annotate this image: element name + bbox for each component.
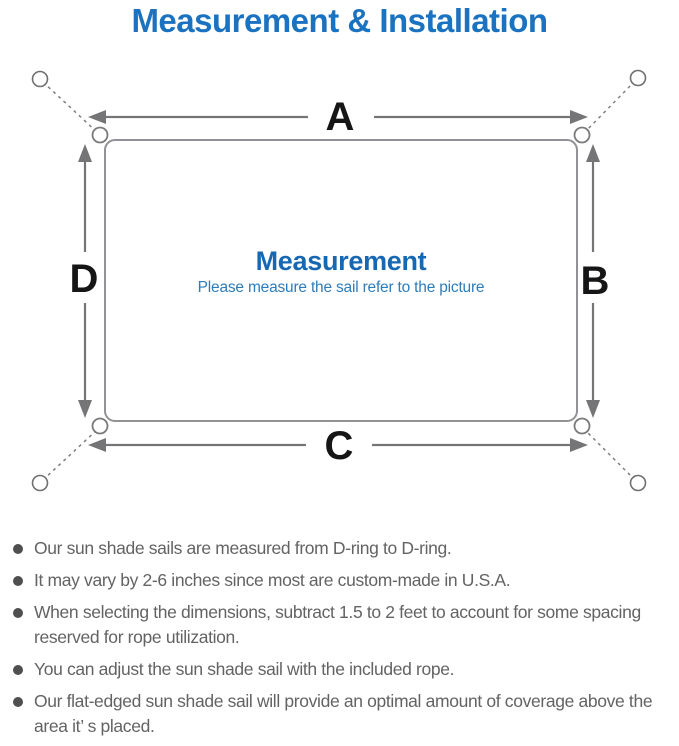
note-text: When selecting the dimensions, subtract … xyxy=(34,602,641,647)
corner-rope-line-top-left xyxy=(42,81,100,135)
page-title: Measurement & Installation xyxy=(131,2,548,39)
arrow-c xyxy=(88,438,588,452)
anchor-point-top-right xyxy=(629,69,647,87)
d-ring-icon-bottom-left xyxy=(91,417,109,435)
arrow-d xyxy=(78,144,92,418)
label-a: A xyxy=(326,95,355,139)
corner-rope-line-top-right xyxy=(582,80,636,135)
note-item: Our flat-edged sun shade sail will provi… xyxy=(0,689,671,739)
diagram-center-heading: Measurement xyxy=(256,246,427,276)
bullet-icon xyxy=(13,697,23,707)
label-c: C xyxy=(325,424,354,468)
note-item: When selecting the dimensions, subtract … xyxy=(0,600,671,650)
note-item: It may vary by 2-6 inches since most are… xyxy=(0,568,671,593)
note-text: It may vary by 2-6 inches since most are… xyxy=(34,570,511,590)
bullet-icon xyxy=(13,665,23,675)
note-item: You can adjust the sun shade sail with t… xyxy=(0,657,671,682)
bullet-icon xyxy=(13,576,23,586)
note-item: Our sun shade sails are measured from D-… xyxy=(0,536,671,561)
d-ring-icon-top-right xyxy=(573,126,591,144)
label-b: B xyxy=(581,259,610,303)
corner-rope-line-bottom-right xyxy=(582,427,636,481)
bullet-icon xyxy=(13,608,23,618)
note-text: Our flat-edged sun shade sail will provi… xyxy=(34,691,653,736)
measurement-diagram: A B C D Measurement Please measure the s… xyxy=(31,69,647,492)
label-d: D xyxy=(70,257,99,301)
d-ring-icon-bottom-right xyxy=(573,417,591,435)
corner-rope-line-bottom-left xyxy=(42,427,100,481)
note-text: You can adjust the sun shade sail with t… xyxy=(34,659,455,679)
diagram-center-subtitle: Please measure the sail refer to the pic… xyxy=(198,279,485,296)
anchor-point-top-left xyxy=(31,70,49,88)
anchor-point-bottom-left xyxy=(31,474,49,492)
sail-outline xyxy=(104,139,578,422)
bullet-icon xyxy=(13,544,23,554)
arrow-b xyxy=(586,144,600,418)
note-text: Our sun shade sails are measured from D-… xyxy=(34,538,452,558)
arrow-a xyxy=(88,110,588,124)
notes-list: Our sun shade sails are measured from D-… xyxy=(0,536,671,746)
anchor-point-bottom-right xyxy=(629,474,647,492)
d-ring-icon-top-left xyxy=(91,126,109,144)
